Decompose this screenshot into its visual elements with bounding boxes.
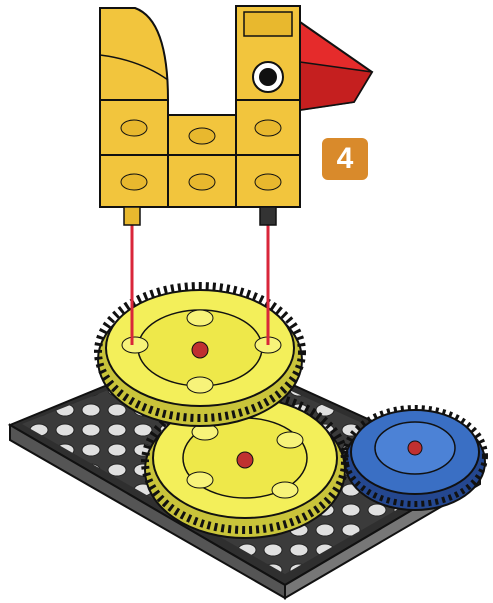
step-number-badge: 4	[322, 138, 368, 180]
red-beak-icon	[300, 22, 372, 110]
yellow-gear-back-icon	[98, 286, 302, 426]
yellow-brick-head-icon	[100, 6, 300, 225]
